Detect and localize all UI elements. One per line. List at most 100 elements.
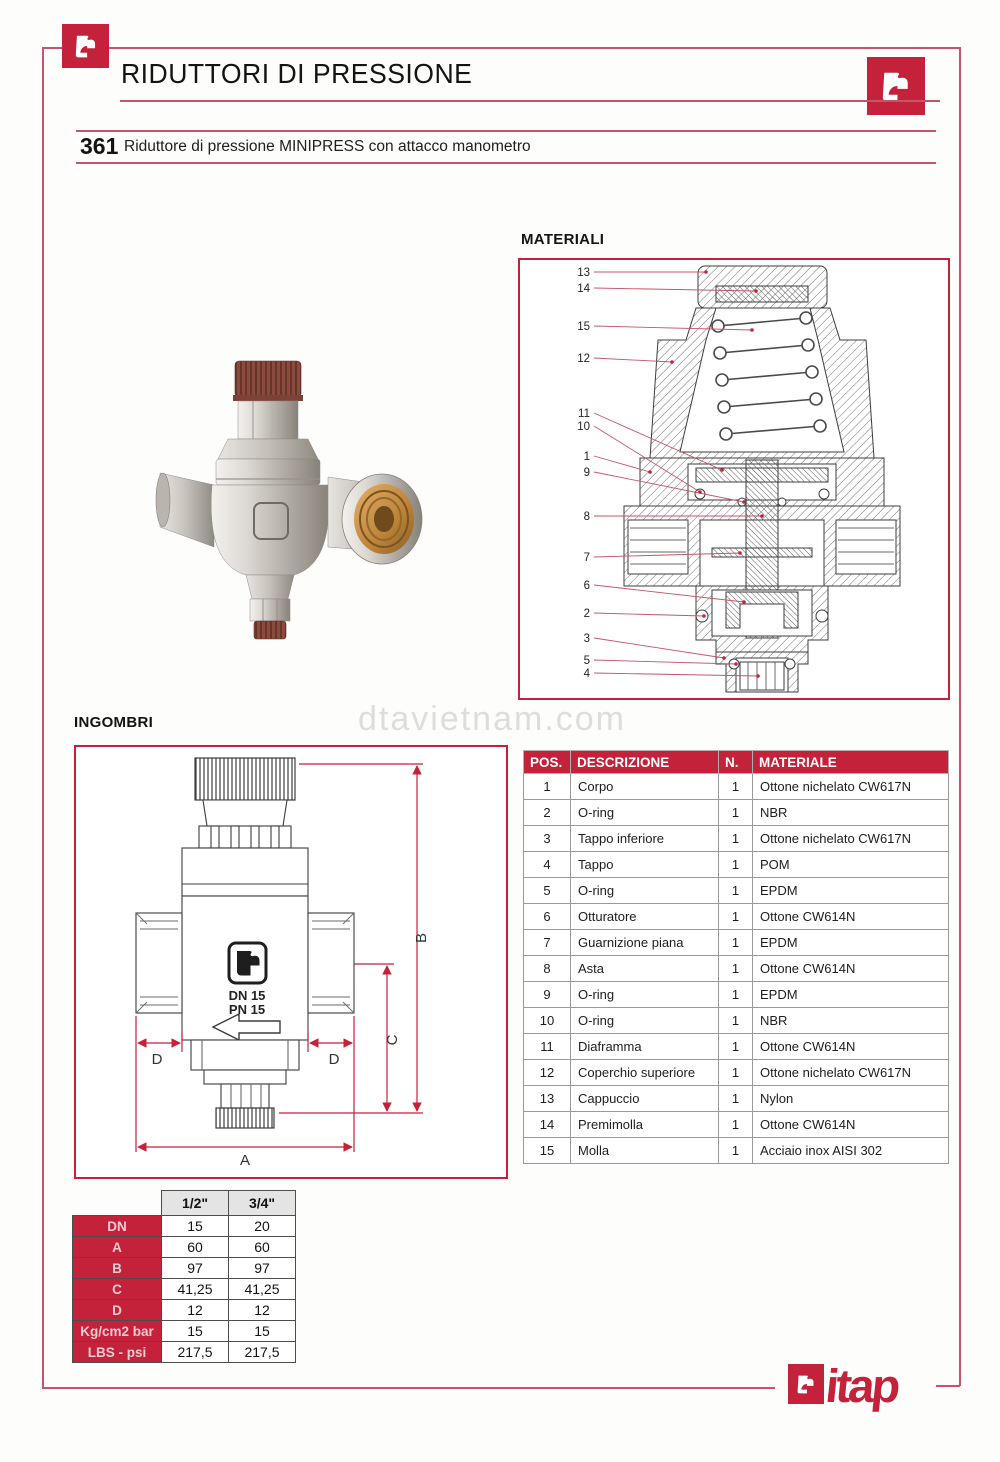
callout-label: 8 (584, 511, 590, 523)
dims-value-cell: 15 (161, 1320, 229, 1342)
frame-bottom-line (42, 1387, 775, 1389)
materials-cell: Coperchio superiore (570, 1059, 719, 1086)
materials-col-header: DESCRIZIONE (570, 750, 719, 774)
materials-cell: Premimolla (570, 1111, 719, 1138)
materials-cell: 1 (718, 1111, 753, 1138)
callout-label: 13 (577, 267, 590, 279)
dims-value-cell: 60 (228, 1236, 296, 1258)
dim-label-d-right: D (329, 1051, 340, 1068)
callout-label: 11 (578, 408, 590, 420)
body-marking-dn: DN 15 (229, 988, 266, 1003)
materials-cell: 1 (718, 903, 753, 930)
materials-cell: 1 (718, 929, 753, 956)
materials-cell: 1 (523, 773, 571, 800)
materials-cell: EPDM (752, 877, 949, 904)
dims-row-label: B (72, 1257, 162, 1279)
section-label-ingombri: INGOMBRI (74, 714, 154, 731)
materials-cell: 4 (523, 851, 571, 878)
dims-value-cell: 97 (161, 1257, 229, 1279)
materials-cell: Tappo inferiore (570, 825, 719, 852)
dims-value-cell: 12 (161, 1299, 229, 1321)
materials-cell: Guarnizione piana (570, 929, 719, 956)
frame-top-line (42, 47, 961, 49)
materials-cell: Molla (570, 1137, 719, 1164)
itap-elbow-icon (882, 72, 908, 101)
materials-cell: 1 (718, 773, 753, 800)
dimension-diagram: B C D D A DN 15 PN 15 (74, 745, 504, 1175)
materials-col-header: POS. (523, 750, 571, 774)
dims-value-cell: 20 (228, 1215, 296, 1237)
materials-cell: 9 (523, 981, 571, 1008)
dims-value-cell: 41,25 (161, 1278, 229, 1300)
materials-cell: 1 (718, 825, 753, 852)
callout-label: 5 (584, 655, 590, 667)
dim-label-c: C (384, 1034, 401, 1045)
callout-label: 14 (577, 283, 590, 295)
materials-cell: 10 (523, 1007, 571, 1034)
dim-label-d-left: D (152, 1051, 163, 1068)
materials-cell: 6 (523, 903, 571, 930)
dims-row-label: A (72, 1236, 162, 1258)
item-number: 361 (80, 133, 119, 159)
materials-cell: 1 (718, 1137, 753, 1164)
frame-right-line (959, 47, 961, 1386)
materials-cell: POM (752, 851, 949, 878)
item-band-top-line (76, 130, 936, 132)
dims-row-label: D (72, 1299, 162, 1321)
materials-cell: NBR (752, 799, 949, 826)
dims-row-label: LBS - psi (72, 1341, 162, 1363)
materials-cell: 13 (523, 1085, 571, 1112)
itap-elbow-icon (797, 1375, 814, 1394)
materials-cell: Ottone CW614N (752, 1033, 949, 1060)
dims-value-cell: 12 (228, 1299, 296, 1321)
dims-row-label: DN (72, 1215, 162, 1237)
callout-label: 4 (584, 668, 591, 680)
dims-header-row: 1/2"3/4" (73, 1190, 296, 1216)
dim-label-b: B (413, 933, 430, 943)
materials-cell: O-ring (570, 799, 719, 826)
materials-cell: O-ring (570, 877, 719, 904)
itap-elbow-icon (75, 35, 95, 58)
materials-cell: 1 (718, 1059, 753, 1086)
materials-cell: NBR (752, 1007, 949, 1034)
materials-cell: Tappo (570, 851, 719, 878)
materials-cell: Corpo (570, 773, 719, 800)
section-label-materiali: MATERIALI (521, 231, 605, 248)
materials-cell: O-ring (570, 981, 719, 1008)
materials-cell: 8 (523, 955, 571, 982)
callout-label: 7 (584, 552, 590, 564)
callout-label: 15 (577, 321, 590, 333)
page-title: RIDUTTORI DI PRESSIONE (121, 58, 473, 89)
dims-size-header: 3/4" (228, 1190, 296, 1216)
materials-cell: Cappuccio (570, 1085, 719, 1112)
materials-cell: Nylon (752, 1085, 949, 1112)
materials-cell: 1 (718, 1033, 753, 1060)
item-description: Riduttore di pressione MINIPRESS con att… (124, 138, 531, 155)
materials-cell: 1 (718, 799, 753, 826)
materials-cell: 15 (523, 1137, 571, 1164)
callout-label: 3 (584, 633, 590, 645)
materials-cell: 11 (523, 1033, 571, 1060)
callout-label: 10 (577, 421, 590, 433)
header-logo-right (867, 57, 925, 115)
materials-cell: Asta (570, 955, 719, 982)
dims-row-label: C (72, 1278, 162, 1300)
materials-cell: 3 (523, 825, 571, 852)
materials-cell: Ottone nichelato CW617N (752, 825, 949, 852)
materials-cell: 12 (523, 1059, 571, 1086)
callout-label: 9 (584, 467, 590, 479)
